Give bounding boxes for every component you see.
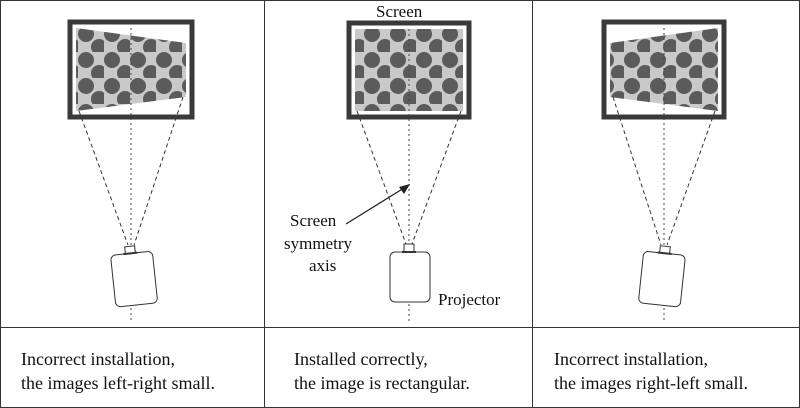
caption-right-line2: the images right-left small. xyxy=(554,373,748,393)
panel-center: Screen Screen symmetry axis Projector In… xyxy=(284,2,501,393)
projector-label: Projector xyxy=(438,290,501,309)
projection-ray-left xyxy=(356,110,407,245)
caption-right-line1: Incorrect installation, xyxy=(554,349,708,369)
projector xyxy=(110,245,158,308)
axis-label-line1: Screen xyxy=(290,211,337,230)
projection-ray-right xyxy=(411,110,462,245)
screen-label: Screen xyxy=(376,2,423,21)
axis-label-line3: axis xyxy=(309,256,336,275)
caption-center-line1: Installed correctly, xyxy=(294,349,428,369)
projection-ray-right xyxy=(133,96,184,246)
arrow-head xyxy=(399,184,410,194)
projection-ray-left xyxy=(78,110,129,246)
projection-ray-left xyxy=(612,96,662,246)
projector xyxy=(638,245,686,308)
caption-left-line2: the images left-right small. xyxy=(21,373,215,393)
projector xyxy=(389,243,431,303)
panel-left: Incorrect installation, the images left-… xyxy=(21,19,215,393)
axis-label-line2: symmetry xyxy=(284,234,352,253)
caption-left-line1: Incorrect installation, xyxy=(21,349,175,369)
axis-pointer-arrow xyxy=(345,187,405,225)
projection-ray-right xyxy=(666,110,716,246)
caption-center-line2: the image is rectangular. xyxy=(294,373,470,393)
panel-right: Incorrect installation, the images right… xyxy=(554,19,748,393)
